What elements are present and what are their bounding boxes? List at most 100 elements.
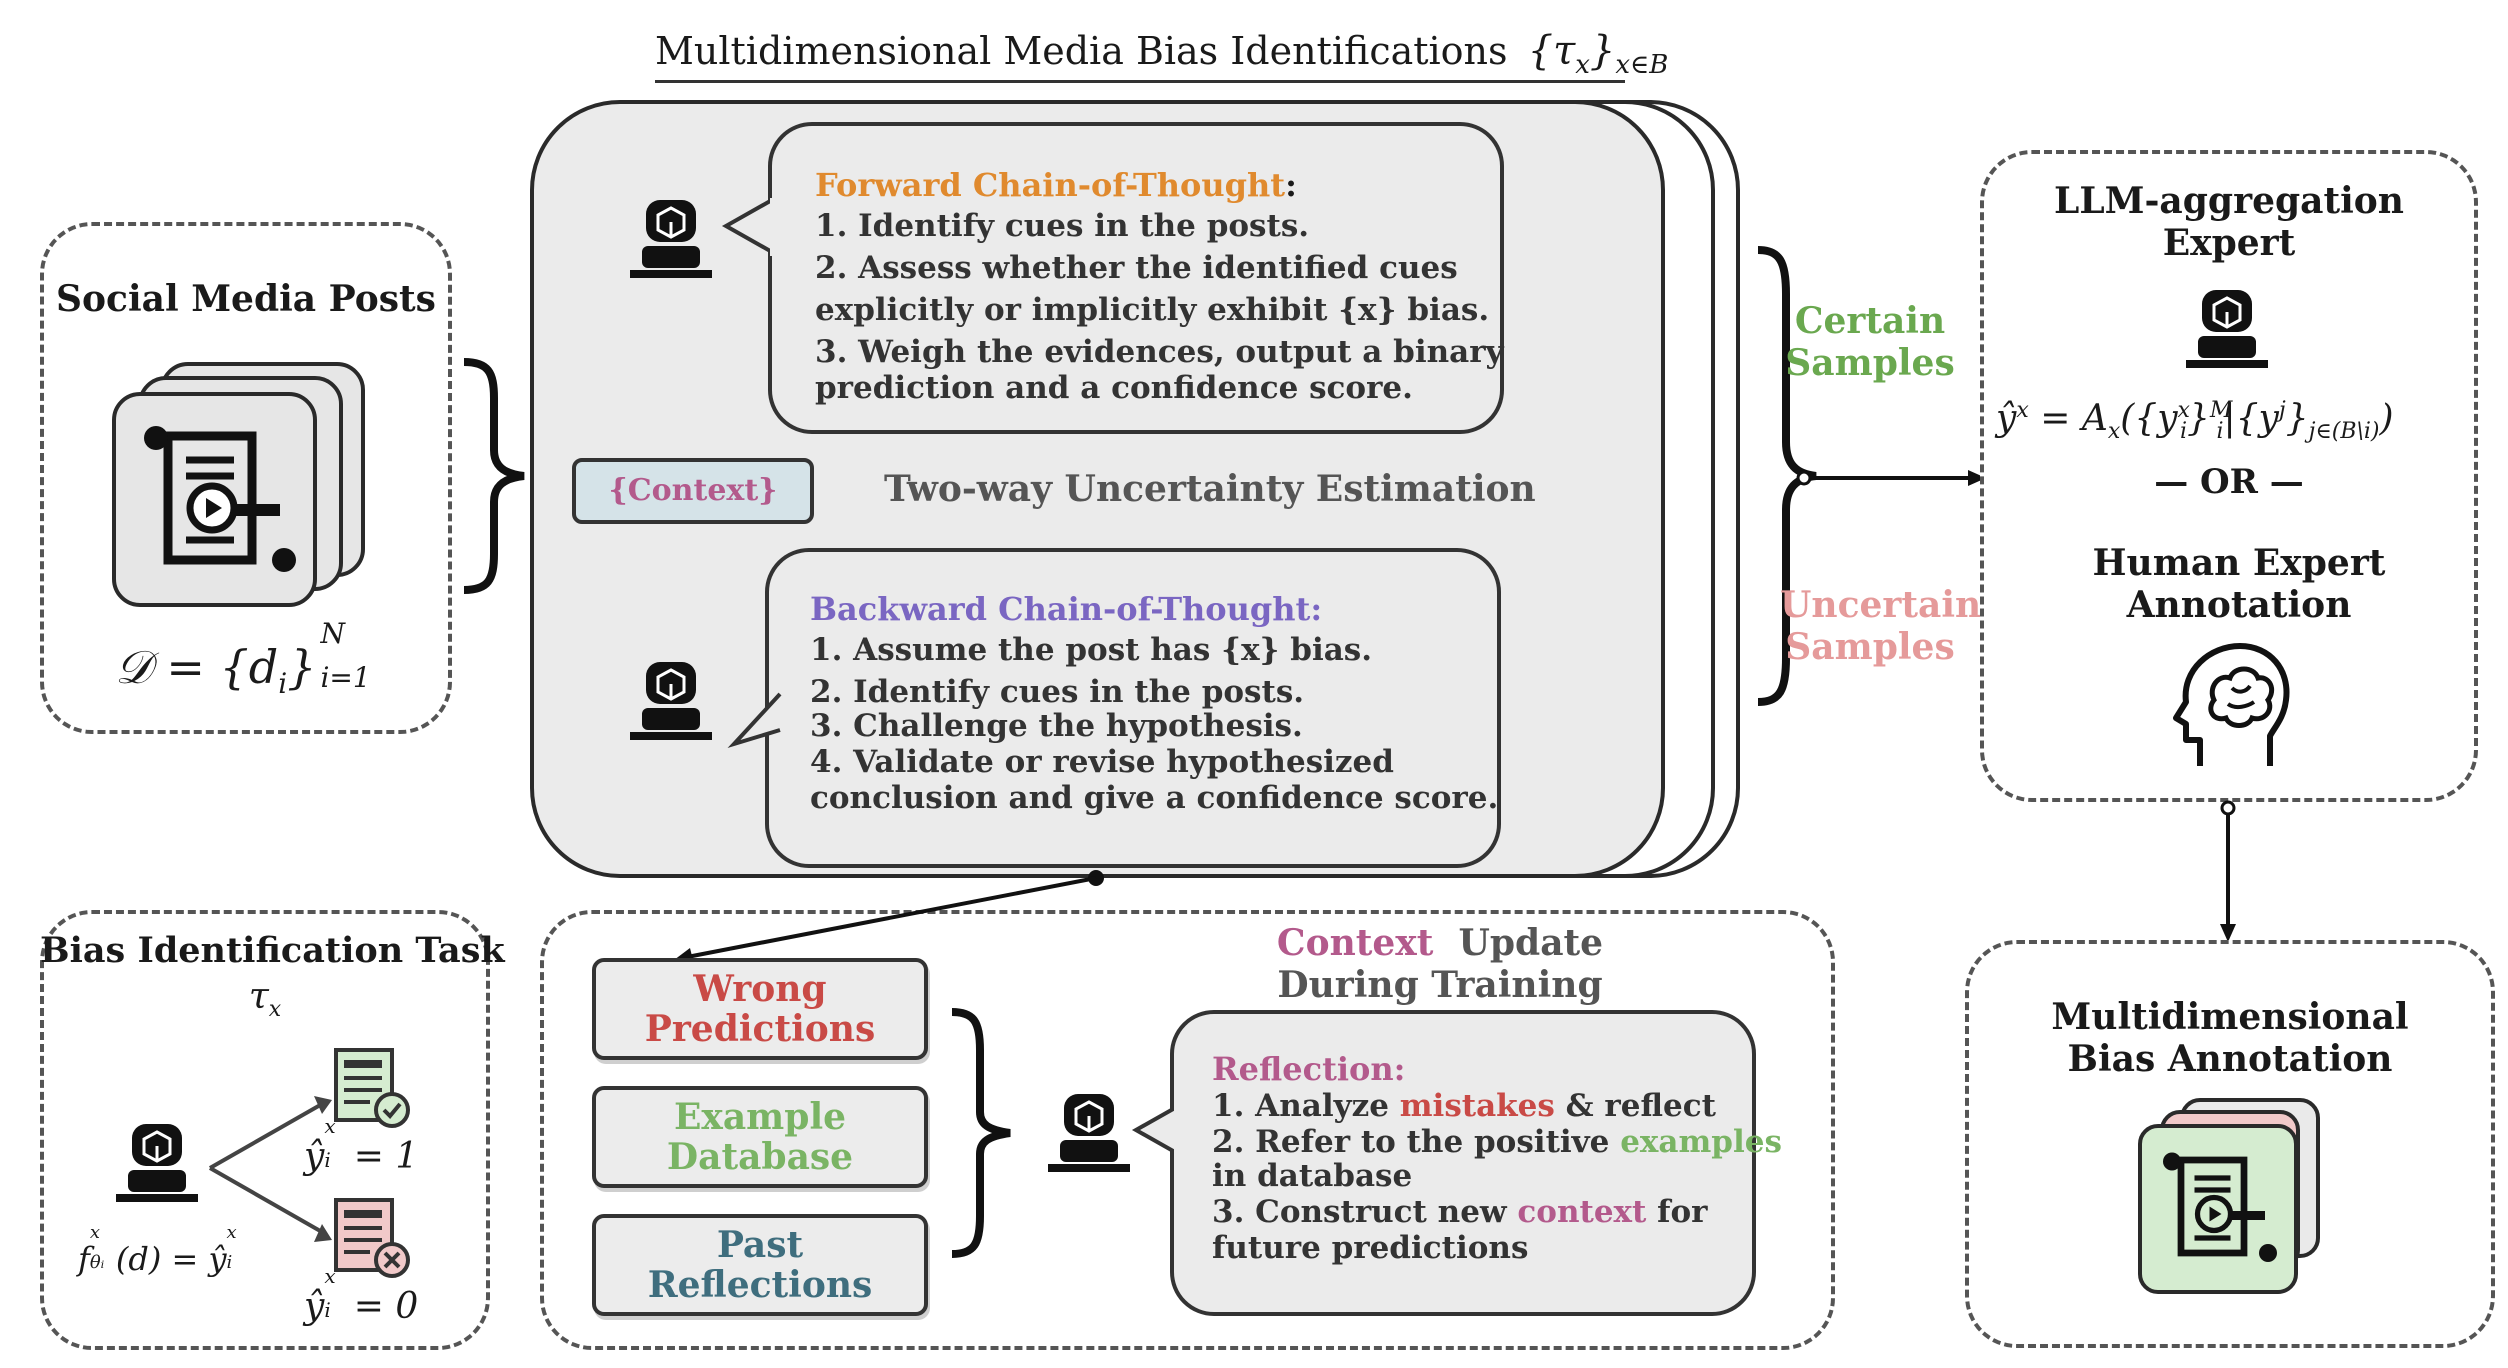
aggregation-yhat: ŷ <box>1996 398 2017 439</box>
aggregation-title-line-1: LLM-aggregation <box>2054 180 2404 222</box>
forward-cot-title: Forward Chain-of-Thought: <box>815 166 1297 204</box>
dataset-formula-sub: i <box>278 667 288 701</box>
output-one-yhat: ŷ <box>304 1136 325 1177</box>
reflection-line-3: in database <box>1212 1158 1413 1194</box>
wrong-predictions-box: Wrong Predictions <box>592 958 928 1060</box>
reflection-line-4: 3. Construct new context for <box>1212 1194 1708 1230</box>
reflection-line-1: 1. Analyze mistakes & reflect <box>1212 1088 1716 1124</box>
context-update-line-2: During Training <box>1277 964 1603 1006</box>
forward-cot-colon: : <box>1285 166 1297 204</box>
reflection-bubble-tail <box>1131 1102 1183 1158</box>
certain-line-1: Certain <box>1794 300 1946 342</box>
robot-icon <box>630 662 712 740</box>
tasks-formula: {τx}x∈B <box>1527 28 1669 80</box>
reflection-title: Reflection: <box>1212 1050 1406 1088</box>
past-reflections-box: Past Reflections <box>592 1214 928 1316</box>
uncertain-line-2: Samples <box>1785 626 1955 668</box>
context-update-word: Context <box>1276 922 1434 964</box>
backward-step-4b: conclusion and give a confidence score. <box>810 780 1499 816</box>
example-line-1: Example <box>673 1096 847 1138</box>
reflection-line-5: future predictions <box>1212 1230 1529 1266</box>
samples-arrow <box>1796 470 1986 486</box>
annotation-title-line-1: Multidimensional <box>2051 996 2409 1038</box>
backward-cot-bubble <box>765 548 1501 868</box>
social-media-title: Social Media Posts <box>56 278 436 320</box>
annotation-arrow <box>2220 800 2236 942</box>
backward-step-1: 1. Assume the post has {x} bias. <box>810 632 1373 668</box>
aggregation-A-sub: x <box>2107 419 2121 445</box>
aggregation-title-line-2: Expert <box>2162 222 2296 264</box>
annotation-title: Multidimensional Bias Annotation <box>1965 996 2495 1080</box>
diagram-title: Multidimensional Media Bias Identificati… <box>655 28 1668 80</box>
context-update-title: Context Update During Training <box>1200 922 1680 1006</box>
robot-icon <box>116 1124 198 1202</box>
title-underline <box>655 80 1625 83</box>
reflection-bubble-tail-cover <box>1174 1102 1184 1160</box>
tasks-formula-open: {τ <box>1527 28 1576 74</box>
news-video-icon <box>2163 1152 2277 1262</box>
aggregation-title: LLM-aggregation Expert <box>1980 180 2478 264</box>
output-one-value: = 1 <box>353 1136 419 1177</box>
reflection-line-2: 2. Refer to the positive examples <box>1212 1124 1782 1160</box>
tasks-formula-close: } <box>1589 28 1616 74</box>
uncertain-line-1: Uncertain <box>1780 584 1982 626</box>
robot-icon <box>2186 290 2268 368</box>
reflection-line-1c: & reflect <box>1554 1088 1716 1124</box>
robot-icon <box>630 200 712 278</box>
reflection-context: context <box>1517 1194 1647 1230</box>
aggregation-panel <box>1980 150 2478 802</box>
reflection-line-2a: 2. Refer to the positive <box>1212 1124 1621 1160</box>
output-zero-yhat: ŷ <box>304 1286 325 1327</box>
reflection-mistakes: mistakes <box>1399 1088 1555 1124</box>
human-line-2: Annotation <box>2126 584 2352 626</box>
dataset-formula-close: } <box>287 640 317 694</box>
aggregation-formula: ŷx = Ax({yxi}Mi|{yj}j∈(B\i)) <box>1996 398 2394 445</box>
reflection-line-1a: 1. Analyze <box>1212 1088 1400 1124</box>
uncertainty-label: Two-way Uncertainty Estimation <box>884 468 1536 510</box>
forward-bubble-tail-cover <box>770 198 780 256</box>
aggregation-yhat-sup: x <box>2016 398 2029 423</box>
backward-bubble-tail <box>727 692 782 749</box>
past-line-2: Reflections <box>647 1264 873 1306</box>
reflection-line-4c: for <box>1646 1194 1708 1230</box>
tasks-formula-sub: x <box>1575 50 1590 80</box>
bias-task-panel <box>40 910 490 1350</box>
certain-samples-label: Certain Samples <box>1780 300 1960 384</box>
forward-cot-title-text: Forward Chain-of-Thought <box>815 166 1286 204</box>
tasks-formula-set: x∈B <box>1615 50 1669 80</box>
doc-cross-icon <box>334 1198 410 1278</box>
input-brace <box>463 358 525 594</box>
forward-step-1: 1. Identify cues in the posts. <box>815 208 1310 244</box>
output-one-sup: x <box>324 1114 336 1138</box>
forward-cot-bubble <box>768 122 1504 434</box>
output-zero-sup: x <box>324 1264 336 1288</box>
backward-step-4: 4. Validate or revise hypothesized <box>810 744 1394 780</box>
dataset-formula-main: 𝒟 = {d <box>115 640 279 694</box>
feedback-arrow <box>674 870 1104 964</box>
wrong-line-1: Wrong <box>693 968 827 1010</box>
example-line-2: Database <box>666 1136 854 1178</box>
example-database-box: Example Database <box>592 1086 928 1188</box>
forward-step-2b: explicitly or implicitly exhibit {x} bia… <box>815 292 1490 328</box>
news-video-icon <box>144 426 296 572</box>
forward-bubble-tail <box>721 198 773 254</box>
robot-icon <box>1048 1094 1130 1172</box>
function-f: f <box>78 1240 90 1278</box>
output-one-sub: i <box>324 1148 331 1172</box>
task-tau: τ <box>248 976 269 1017</box>
annotation-title-line-2: Bias Annotation <box>2067 1038 2393 1080</box>
wrong-line-2: Predictions <box>644 1008 876 1050</box>
aggregation-A: A <box>2081 398 2108 439</box>
context-tag: {Context} <box>572 458 814 524</box>
dataset-range-sub: i=1 <box>320 661 371 694</box>
certain-line-2: Samples <box>1785 342 1955 384</box>
task-branch-arrows <box>209 1096 332 1242</box>
bias-task-title: Bias Identification Task <box>40 930 505 971</box>
dataset-range-sup: N <box>320 617 345 650</box>
bias-task-symbol: τx <box>40 976 490 1022</box>
context-update-rest: Update <box>1458 922 1604 964</box>
